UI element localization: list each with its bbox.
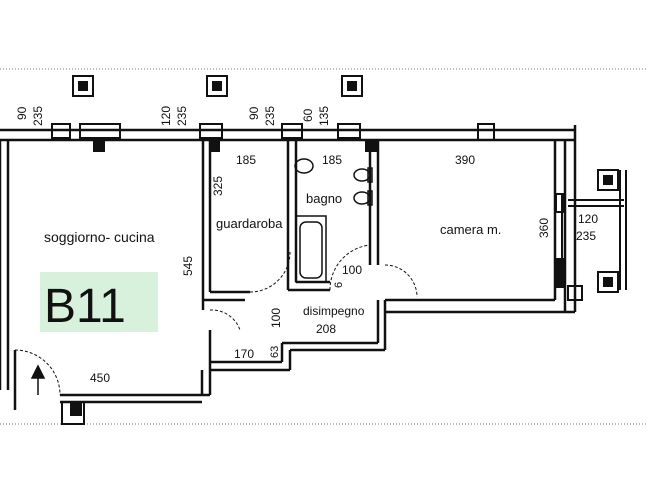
dim-bottom-a: 170 xyxy=(234,347,254,361)
room-label-living: soggiorno- cucina xyxy=(44,229,155,245)
walls xyxy=(0,125,577,410)
dim-ward-depth: 325 xyxy=(211,176,225,196)
dim-bed-width: 390 xyxy=(455,153,475,167)
pillar-markers xyxy=(72,75,619,293)
room-label-bathroom: bagno xyxy=(306,191,342,206)
door-swings xyxy=(14,244,418,396)
room-label-hallway: disimpegno xyxy=(303,304,365,318)
dim-living-depth: 545 xyxy=(181,256,195,276)
entry-arrow-icon xyxy=(30,364,46,395)
dim-top-living-a: 90 xyxy=(15,106,29,120)
dim-top-bath-a: 60 xyxy=(301,108,315,122)
dim-top-ward-b: 235 xyxy=(263,106,277,126)
dim-bottom-b: 450 xyxy=(90,371,110,385)
dim-bed-depth: 360 xyxy=(537,218,551,238)
dim-bath-width: 185 xyxy=(322,153,342,167)
dim-hall-width: 208 xyxy=(316,322,336,336)
dim-bath-small: 6 xyxy=(333,282,345,288)
dim-top-living-b: 235 xyxy=(31,106,45,126)
bathroom-fixtures xyxy=(294,158,373,283)
window-frames xyxy=(51,123,627,425)
dim-ward-width: 185 xyxy=(236,153,256,167)
unit-label: B11 xyxy=(44,280,126,333)
dim-top-living-d: 235 xyxy=(175,106,189,126)
dim-hall-small: 63 xyxy=(269,346,281,358)
room-label-bedroom: camera m. xyxy=(440,222,501,237)
dim-bath-door: 100 xyxy=(342,263,362,277)
wall-blocks xyxy=(70,138,565,416)
dim-top-ward-a: 90 xyxy=(247,106,261,120)
dim-top-bath-b: 135 xyxy=(317,106,331,126)
dim-right-win-b: 235 xyxy=(576,229,596,243)
dim-top-living-c: 120 xyxy=(159,106,173,126)
room-label-wardrobe: guardaroba xyxy=(216,216,283,231)
unit-label-highlight xyxy=(40,272,158,332)
dim-hall-door: 100 xyxy=(269,308,283,328)
dim-right-win-a: 120 xyxy=(578,212,598,226)
